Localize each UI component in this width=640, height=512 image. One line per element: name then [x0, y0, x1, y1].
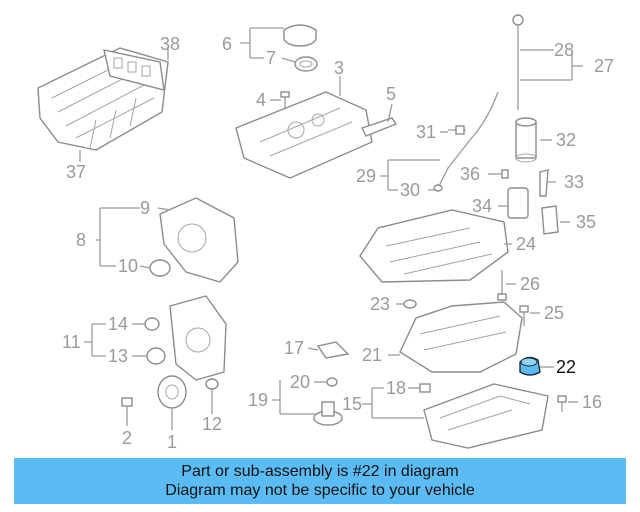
part-bolt-4 [280, 91, 290, 108]
callout-31: 31 [416, 122, 436, 142]
callout-36: 36 [460, 164, 480, 184]
part-filter-housing [507, 187, 529, 219]
part-upper-oil-pan [399, 301, 523, 373]
part-gasket-35 [541, 205, 559, 235]
callout-8: 8 [76, 230, 86, 250]
callout-30: 30 [400, 180, 420, 200]
part-pulley [157, 375, 187, 409]
part-seal-14 [144, 317, 160, 331]
part-dipstick-tube [437, 91, 499, 189]
parts-diagram: 38 37 6 7 4 3 5 28 27 31 32 29 30 36 33 … [37, 14, 614, 452]
callout-21: 21 [362, 345, 382, 365]
callout-4: 4 [256, 90, 266, 110]
part-plug-18 [419, 383, 431, 393]
part-bolt-25 [519, 305, 529, 326]
callout-2: 2 [122, 428, 132, 448]
part-seal-ring-7 [294, 56, 318, 72]
callout-24: 24 [516, 234, 536, 254]
callout-17: 17 [284, 338, 304, 358]
callout-28: 28 [554, 40, 574, 60]
callout-25: 25 [544, 303, 564, 323]
part-seal-33 [539, 169, 549, 197]
callout-7: 7 [266, 48, 276, 68]
callout-3: 3 [334, 58, 344, 78]
info-banner: Part or sub-assembly is #22 in diagram D… [14, 458, 626, 504]
part-22-highlighted[interactable] [519, 356, 541, 376]
part-valve-cover [235, 91, 373, 179]
callout-23: 23 [370, 294, 390, 314]
part-bolt-12 [205, 378, 219, 406]
callout-13: 13 [108, 346, 128, 366]
part-bolt-16 [557, 395, 567, 412]
part-filler-cap [283, 24, 317, 47]
part-bracket-5 [361, 117, 398, 137]
part-timing-cover-lower [169, 295, 227, 381]
callout-12: 12 [202, 414, 222, 434]
part-seal-13 [146, 347, 166, 365]
callout-15: 15 [342, 394, 362, 414]
callout-10: 10 [118, 256, 138, 276]
callout-29: 29 [356, 166, 376, 186]
callout-labels: 38 37 6 7 4 3 5 28 27 31 32 29 30 36 33 … [62, 34, 614, 452]
callout-33: 33 [564, 172, 584, 192]
part-bolt-31 [448, 125, 466, 135]
callout-26: 26 [520, 274, 540, 294]
part-bolt-36 [492, 169, 509, 179]
callout-9: 9 [140, 198, 150, 218]
leader-lines [79, 27, 583, 430]
banner-line-2: Diagram may not be specific to your vehi… [165, 482, 475, 499]
part-manifold-gasket [103, 49, 165, 91]
callout-6: 6 [222, 34, 232, 54]
callout-18: 18 [386, 378, 406, 398]
callout-38: 38 [160, 34, 180, 54]
part-dipstick [512, 14, 524, 110]
callout-34: 34 [472, 196, 492, 216]
callout-14: 14 [108, 314, 128, 334]
banner-line-1: Part or sub-assembly is #22 in diagram [181, 463, 459, 480]
callout-11: 11 [62, 332, 81, 352]
callout-1: 1 [167, 432, 177, 452]
part-lower-oil-pan [423, 383, 549, 449]
part-bolt-2 [121, 397, 133, 418]
callout-20: 20 [290, 372, 310, 392]
part-oring-20 [326, 377, 338, 387]
callout-22: 22 [556, 357, 576, 377]
callout-16: 16 [582, 392, 602, 412]
part-timing-cover-upper [159, 197, 239, 283]
callout-32: 32 [556, 130, 576, 150]
part-seal-10 [149, 259, 171, 277]
part-bolt-26 [497, 270, 507, 301]
callout-37: 37 [66, 162, 86, 182]
callout-5: 5 [386, 84, 396, 104]
callout-35: 35 [576, 212, 596, 232]
part-oil-pump [359, 209, 509, 283]
callout-19: 19 [248, 390, 268, 410]
part-baffle-17 [316, 341, 350, 359]
part-oil-filter [515, 117, 537, 163]
part-oil-sensor [313, 401, 343, 426]
part-oring-23 [403, 299, 417, 309]
callout-27: 27 [594, 56, 614, 76]
